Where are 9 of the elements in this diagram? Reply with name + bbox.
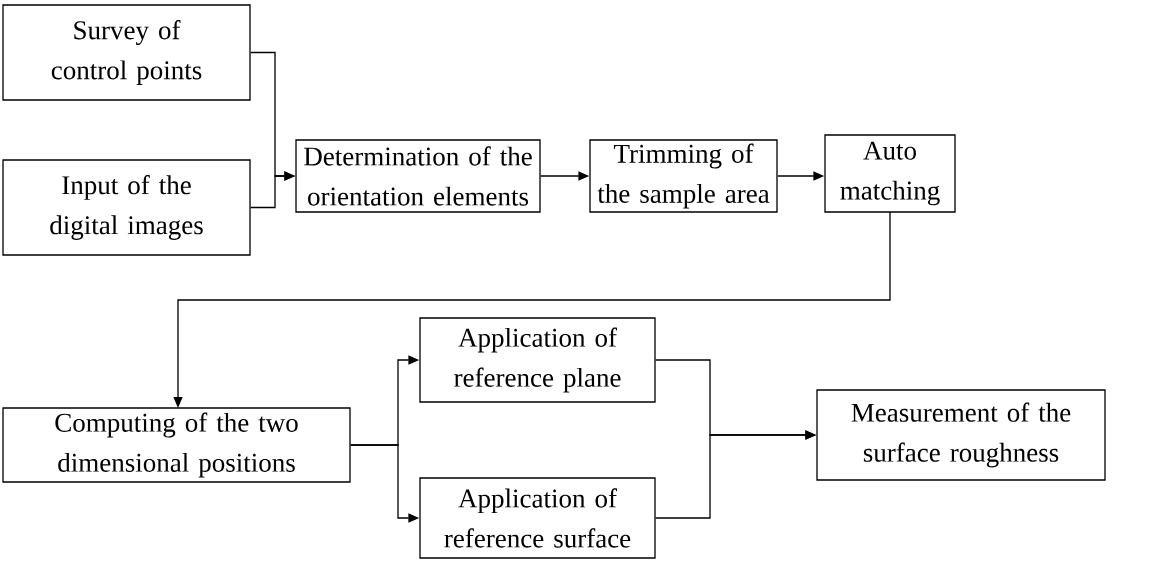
process-box: Measurement of the surface roughness bbox=[816, 389, 1106, 481]
process-box: Application of reference plane bbox=[419, 317, 656, 403]
process-box: Determination of the orientation elements bbox=[295, 139, 541, 213]
process-box: Auto matching bbox=[824, 134, 956, 213]
process-box: Trimming of the sample area bbox=[589, 139, 778, 213]
process-box: Survey of control points bbox=[2, 4, 251, 101]
process-box: Application of reference surface bbox=[419, 477, 656, 559]
process-box: Computing of the two dimensional positions bbox=[2, 407, 351, 483]
process-box: Input of the digital images bbox=[2, 159, 251, 256]
